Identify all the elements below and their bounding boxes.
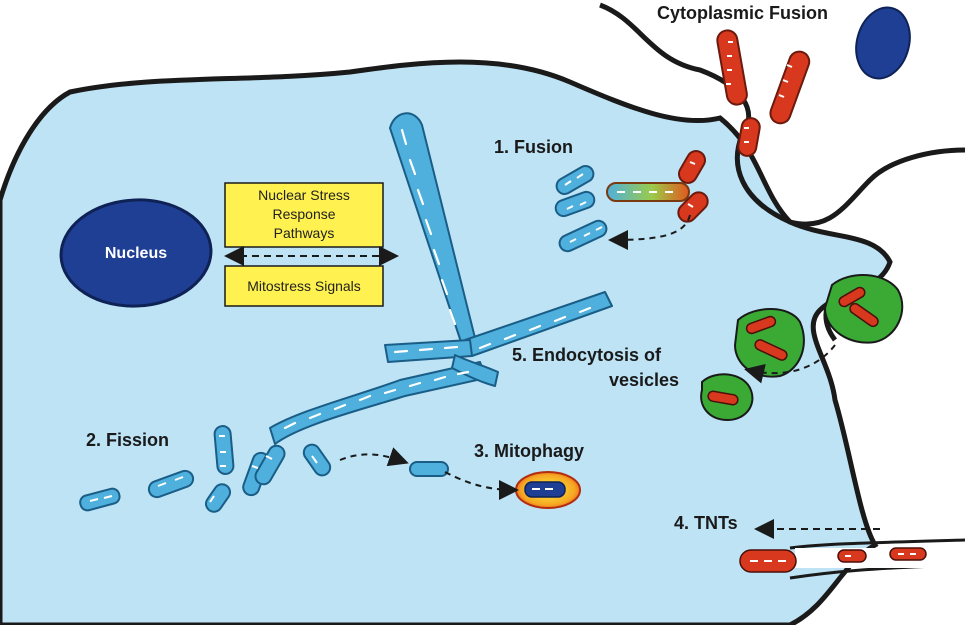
nanotube-lumen: [795, 548, 965, 568]
mitostress-box: [224, 265, 384, 307]
nucleus: [59, 198, 213, 308]
mitophagy-arrow: [444, 471, 519, 500]
vesicle-mitochondria: [707, 286, 879, 406]
donor-mitochondria: [677, 29, 811, 223]
label-fusion: 1. Fusion: [494, 137, 573, 157]
mitostress-label: Mitostress Signals: [247, 278, 361, 294]
fusion-arrow: [608, 214, 691, 250]
label-fission: 2. Fission: [86, 430, 169, 450]
fission-to-mitophagy-arrow: [339, 447, 409, 467]
nucleus-label: Nucleus: [105, 245, 167, 262]
label-cytoplasmic-fusion: Cytoplasmic Fusion: [657, 3, 828, 23]
tnt-mitochondria: [739, 547, 927, 573]
nuclear-stress-line1: Nuclear Stress: [258, 187, 350, 203]
mitochondrial-network: [269, 112, 613, 445]
fission-mitochondria-cristae: [89, 435, 318, 503]
fusion-mitochondria-cristae: [564, 173, 673, 243]
label-mitophagy: 3. Mitophagy: [474, 441, 584, 461]
label-tnts: 4. TNTs: [674, 513, 738, 533]
label-endocytosis-line2: vesicles: [609, 370, 679, 390]
nuclear-stress-line2: Response: [272, 206, 335, 222]
donor-mitochondria-cristae: [687, 41, 793, 208]
neighbour-nucleus: [855, 6, 911, 80]
endocytosis-arrow: [744, 344, 836, 384]
fission-mitochondria: [79, 425, 332, 513]
mitochondrial-network-cristae: [283, 128, 592, 430]
neighbour-cell: [599, 2, 965, 227]
tnt-mitochondria-cristae: [750, 553, 916, 562]
fusion-mitochondria: [554, 165, 690, 253]
nuclear-stress-line3: Pathways: [274, 225, 335, 241]
label-endocytosis-line1: 5. Endocytosis of: [512, 345, 662, 365]
